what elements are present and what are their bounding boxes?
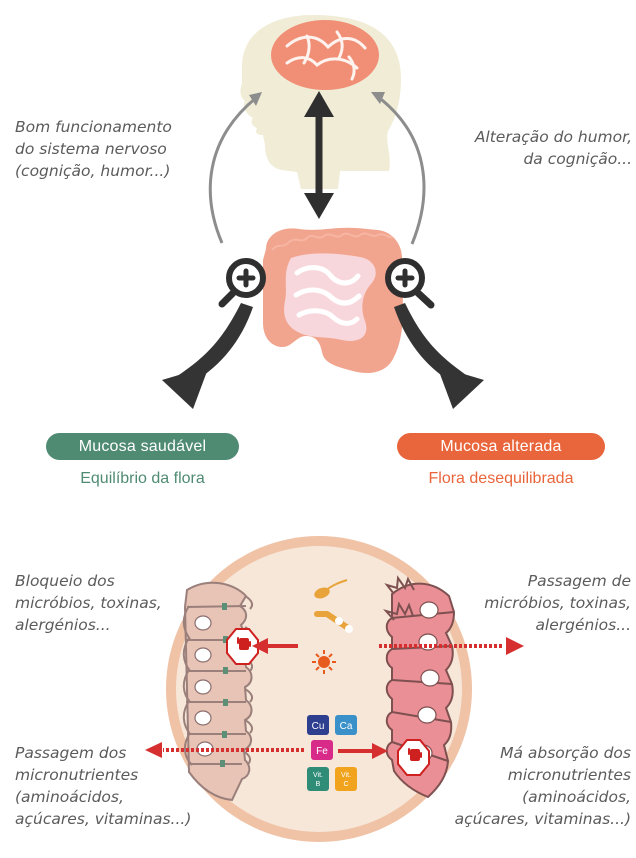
top-right-caption: Alteração do humor, da cognição... xyxy=(447,126,632,170)
healthy-mucosa-label: Mucosa saudável xyxy=(46,433,239,460)
brain-icon xyxy=(271,20,379,90)
gut-icon xyxy=(263,228,403,373)
nutrient-vitb-line2: B xyxy=(316,781,321,788)
nutrient-vitc-line1: Vit. xyxy=(341,772,351,779)
nutrient-vitb: Vit. B xyxy=(307,767,329,791)
altered-mucosa-label: Mucosa alterada xyxy=(397,433,605,460)
healthy-flora-subtitle: Equilíbrio da flora xyxy=(46,469,239,489)
nutrient-vitc: Vit. C xyxy=(335,767,357,791)
nutrient-vitb-line1: Vit. xyxy=(313,772,323,779)
nutrient-cu: Cu xyxy=(307,715,329,735)
top-left-caption: Bom funcionamento do sistema nervoso (co… xyxy=(15,116,205,182)
nutrient-fe-label: Fe xyxy=(316,746,328,757)
nutrient-ca-label: Ca xyxy=(340,721,353,732)
bottom-right-top-caption: Passagem de micróbios, toxinas, alergéni… xyxy=(446,570,631,636)
altered-flora-subtitle: Flora desequilibrada xyxy=(397,469,605,489)
bottom-left-bottom-caption: Passagem dos micronutrientes (aminoácido… xyxy=(15,742,225,830)
nutrient-ca: Ca xyxy=(335,715,357,735)
nutrient-fe: Fe xyxy=(311,740,333,760)
bottom-right-bottom-caption: Má absorção dos micronutrientes (aminoác… xyxy=(421,742,631,830)
magnifier-plus-icon-left xyxy=(222,261,263,304)
bottom-left-top-caption: Bloqueio dos micróbios, toxinas, alergén… xyxy=(15,570,195,636)
nutrient-cu-label: Cu xyxy=(312,721,325,732)
nutrient-vitc-line2: C xyxy=(343,781,348,788)
